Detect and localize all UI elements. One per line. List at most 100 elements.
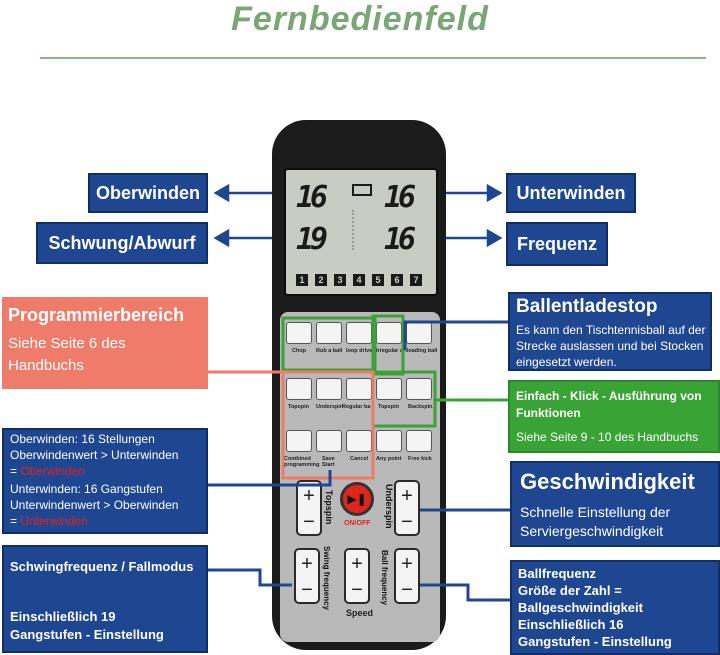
lcd-segment-icon	[352, 210, 368, 250]
programmierbereich-text: Siehe Seite 6 des Handbuchs	[8, 335, 126, 374]
onoff-label: ON/OFF	[344, 520, 371, 527]
callout-schwingfrequenz: Schwingfrequenz / Fallmodus Einschließli…	[2, 545, 208, 653]
underspin-plus-icon[interactable]: +	[401, 485, 413, 507]
callout-ballentladestop: Ballentladestop Es kann den Tischtennisb…	[508, 292, 712, 371]
speed-plus-icon[interactable]: +	[351, 553, 363, 575]
key-label-cancel: Cancel	[350, 456, 369, 462]
callout-winden: Oberwinden: 16 Stellungen Oberwindenwert…	[2, 428, 208, 534]
key-loop-drive[interactable]	[346, 322, 372, 344]
lcd-bottom-left: 19	[296, 222, 328, 257]
key-unloading-ball[interactable]	[406, 322, 432, 344]
lcd-number-3: 3	[334, 274, 346, 286]
ballfrequenz-line2: Größe der Zahl =	[518, 583, 622, 598]
topspin-stepper[interactable]: + −	[296, 480, 322, 536]
lcd-number-1: 1	[296, 274, 308, 286]
lcd-display: 16 16 19 16 1 2 3 4 5 6 7	[284, 168, 438, 296]
key-any-point[interactable]	[376, 430, 402, 452]
key-label-backspin: Backspin	[408, 404, 433, 410]
key-underspin[interactable]	[316, 378, 342, 400]
label-frequenz: Frequenz	[506, 222, 608, 266]
page-title: Fernbedienfeld	[231, 0, 489, 38]
key-label-topspin: Topspin	[288, 404, 309, 410]
key-label-regular: Regular ba	[342, 404, 371, 410]
geschwindigkeit-text: Schnelle Einstellung der Serviergeschwin…	[520, 504, 671, 539]
key-label-unloading: unloading ball	[400, 348, 438, 354]
key-label-topspin-2: Topspin	[378, 404, 399, 410]
ballfreq-minus-icon[interactable]: −	[401, 579, 413, 601]
underspin-stepper[interactable]: + −	[394, 480, 420, 536]
programmierbereich-title: Programmierbereich	[8, 305, 185, 325]
schwingfrequenz-line2: Gangstufen - Einstellung	[10, 627, 164, 642]
ball-frequency-stepper[interactable]: + −	[394, 548, 420, 604]
topspin-minus-icon[interactable]: −	[303, 511, 315, 533]
callout-einfach-klick: Einfach - Klick - Ausführung von Funktio…	[508, 380, 720, 453]
lcd-number-5: 5	[372, 274, 384, 286]
callout-ballfrequenz: Ballfrequenz Größe der Zahl = Ballgeschw…	[510, 560, 720, 655]
speed-minus-icon[interactable]: −	[351, 579, 363, 601]
key-label-chop: Chop	[292, 348, 307, 354]
key-label-free-kick: Free kick	[408, 456, 432, 462]
key-label-loop: loop drive	[346, 348, 373, 354]
power-play-pause-icon[interactable]: ▶❚	[340, 482, 374, 516]
key-irregular[interactable]	[376, 322, 402, 344]
topspin-label: Topspin	[324, 490, 334, 525]
lcd-bottom-right: 16	[384, 222, 416, 257]
key-topspin[interactable]	[286, 378, 312, 400]
ballfreq-plus-icon[interactable]: +	[401, 553, 413, 575]
key-label-rub: Rub a ball	[316, 348, 343, 354]
speed-label: Speed	[346, 608, 374, 618]
key-rub-a-ball[interactable]	[316, 322, 342, 344]
label-unterwinden: Unterwinden	[506, 173, 636, 213]
winden-line5: Unterwindenwert > Oberwinden	[10, 498, 179, 512]
einfach-text: Siehe Seite 9 - 10 des Handbuchs	[516, 430, 699, 444]
swing-frequency-label: Swing frequency	[322, 546, 331, 611]
underspin-minus-icon[interactable]: −	[401, 511, 413, 533]
title-divider	[40, 57, 706, 59]
schwingfrequenz-title: Schwingfrequenz / Fallmodus	[10, 559, 194, 574]
key-label-any-point: Any point	[376, 456, 402, 462]
schwingfrequenz-line1: Einschließlich 19	[10, 609, 116, 624]
label-schwung: Schwung/Abwurf	[36, 222, 208, 264]
key-backspin[interactable]	[406, 378, 432, 400]
ballfrequenz-line1: Ballfrequenz	[518, 566, 597, 581]
swing-minus-icon[interactable]: −	[301, 579, 313, 601]
winden-line1: Oberwinden: 16 Stellungen	[10, 432, 155, 446]
key-free-kick[interactable]	[406, 430, 432, 452]
speed-stepper[interactable]: + −	[344, 548, 370, 604]
lcd-number-7: 7	[410, 274, 422, 286]
key-label-irregular: Irregular	[376, 348, 399, 354]
label-oberwinden: Oberwinden	[88, 173, 208, 213]
winden-line2: Oberwindenwert > Unterwinden	[10, 448, 179, 462]
callout-geschwindigkeit: Geschwindigkeit Schnelle Einstellung der…	[510, 461, 720, 547]
ballfrequenz-line5: Gangstufen - Einstellung	[518, 634, 672, 649]
ballentladestop-text: Es kann den Tischtennisball auf der Stre…	[516, 323, 706, 369]
swing-frequency-stepper[interactable]: + −	[294, 548, 320, 604]
ball-frequency-label: Ball frequency	[380, 550, 389, 606]
winden-line6: = Unterwinden	[10, 514, 88, 528]
topspin-plus-icon[interactable]: +	[303, 485, 315, 507]
winden-line4: Unterwinden: 16 Gangstufen	[10, 482, 163, 496]
key-label-underspin: Underspin	[316, 404, 344, 410]
key-label-save: Save Start	[322, 456, 335, 468]
key-save-start[interactable]	[316, 430, 342, 452]
underspin-label: Underspin	[384, 484, 394, 529]
winden-line3: = Oberwinden	[10, 464, 86, 478]
battery-icon	[352, 184, 372, 196]
key-topspin-2[interactable]	[376, 378, 402, 400]
key-combined-programming[interactable]	[286, 430, 312, 452]
ballentladestop-title: Ballentladestop	[516, 296, 658, 317]
key-label-combined: Combined programming	[284, 456, 320, 468]
key-chop[interactable]	[286, 322, 312, 344]
geschwindigkeit-title: Geschwindigkeit	[520, 469, 695, 494]
ballfrequenz-line4: Einschließlich 16	[518, 617, 624, 632]
swing-plus-icon[interactable]: +	[301, 553, 313, 575]
ballfrequenz-line3: Ballgeschwindigkeit	[518, 600, 643, 615]
callout-programmierbereich	[2, 297, 208, 389]
lcd-top-right: 16	[384, 180, 416, 215]
lcd-number-2: 2	[315, 274, 327, 286]
lcd-top-left: 16	[296, 180, 328, 215]
key-cancel[interactable]	[346, 430, 372, 452]
button-panel: Chop Rub a ball loop drive Irregular unl…	[280, 312, 440, 642]
key-regular-ball[interactable]	[346, 378, 372, 400]
lcd-number-4: 4	[353, 274, 365, 286]
